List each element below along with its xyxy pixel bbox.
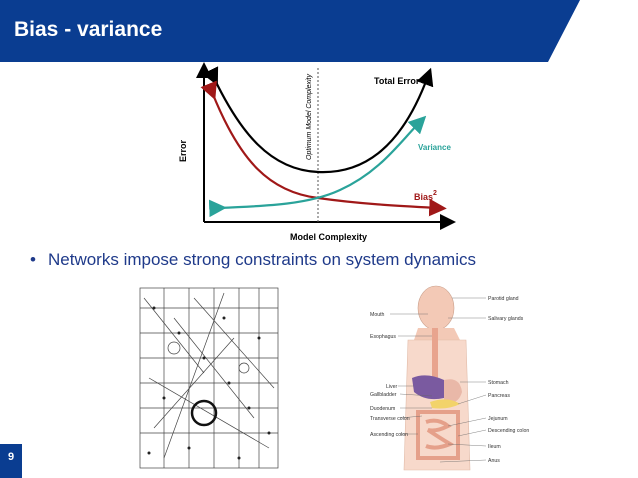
- label-salivary-glands: Salivary glands: [488, 316, 524, 322]
- variance-label: Variance: [418, 143, 451, 152]
- x-axis-label: Model Complexity: [290, 232, 367, 242]
- label-parotid-gland: Parotid gland: [488, 296, 519, 302]
- bullet-marker: •: [30, 250, 36, 269]
- bullet-text: Networks impose strong constraints on sy…: [48, 250, 476, 269]
- slide-title: Bias - variance: [14, 18, 163, 41]
- y-axis-label: Error: [178, 139, 188, 162]
- page-number-bar: [0, 444, 22, 478]
- label-duodenum: Duodenum: [370, 406, 395, 412]
- label-liver: Liver: [386, 384, 398, 390]
- total-error-label: Total Error: [374, 76, 420, 86]
- bullet-item: • Networks impose strong constraints on s…: [30, 250, 476, 270]
- label-mouth: Mouth: [370, 312, 385, 318]
- label-descending-colon: Descending colon: [488, 428, 529, 434]
- label-stomach: Stomach: [488, 380, 509, 386]
- total-error-curve: [202, 66, 434, 174]
- bias-variance-chart: Total Error Variance Bias2 Error Model C…: [178, 62, 456, 242]
- digestive-system-diagram: Mouth Esophagus Liver Gallbladder Duoden…: [370, 285, 529, 471]
- label-ileum: Ileum: [488, 444, 501, 450]
- label-pancreas: Pancreas: [488, 393, 510, 399]
- bias-curve: [200, 80, 447, 217]
- label-ascending-colon: Ascending colon: [370, 432, 408, 438]
- bias-label: Bias2: [414, 190, 437, 202]
- slide-header: Bias - variance: [0, 0, 638, 62]
- metabolic-network-diagram: [139, 287, 279, 469]
- label-jejunum: Jejunum: [488, 416, 508, 422]
- label-gallbladder: Gallbladder: [370, 392, 397, 398]
- optimum-label: Optimum Model Complexity: [306, 74, 313, 160]
- header-banner: [0, 0, 580, 62]
- variance-curve: [208, 115, 427, 218]
- label-anus: Anus: [488, 458, 500, 464]
- page-number: 9: [7, 451, 15, 463]
- label-esophagus: Esophagus: [370, 334, 396, 340]
- label-transverse-colon: Transverse colon: [370, 416, 410, 422]
